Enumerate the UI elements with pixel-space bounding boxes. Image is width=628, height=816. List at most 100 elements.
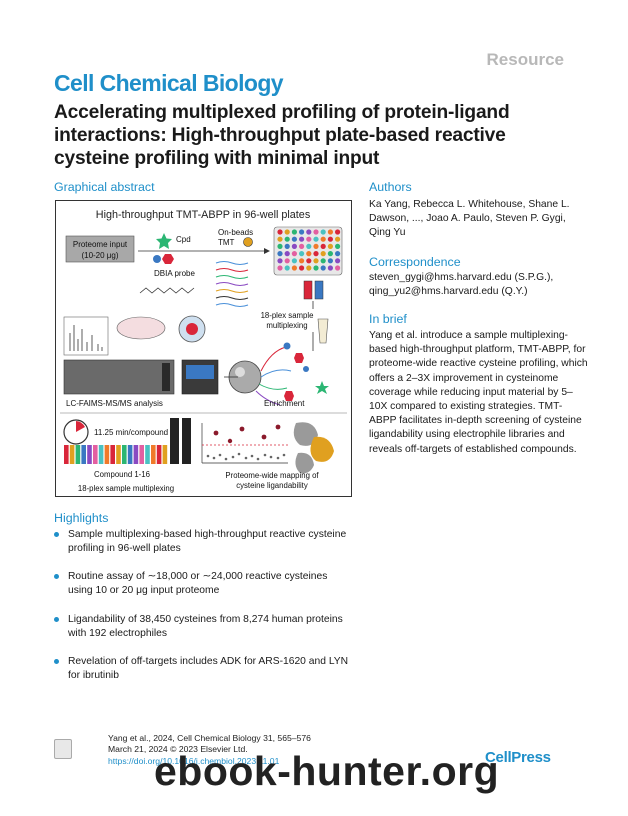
well-icon: [291, 258, 297, 264]
time-per-compound: 11.25 min/compound: [94, 428, 168, 437]
well-icon: [327, 236, 333, 242]
well-icon: [299, 258, 305, 264]
in-brief-heading: In brief: [369, 312, 407, 326]
multiplex-channel-icon: [116, 445, 121, 464]
citation-block: Yang et al., 2024, Cell Chemical Biology…: [108, 733, 311, 767]
proteome-input-box: [65, 235, 135, 263]
probe-red-icon: [162, 254, 174, 264]
multiplex-channel-icon: [162, 445, 168, 464]
mapping-label-1: Proteome-wide mapping of: [225, 471, 319, 480]
plex-bottom-label: 18-plex sample multiplexing: [78, 484, 174, 493]
mass-spec-instrument-icon: [63, 359, 175, 395]
well-icon: [327, 265, 333, 271]
well-icon: [335, 251, 341, 257]
proteome-input-label: Proteome input: [73, 240, 128, 249]
highlight-text: Routine assay of ∼18,000 or ∼24,000 reac…: [68, 571, 328, 597]
sample-tube-icon: [317, 318, 329, 344]
multiplex-channel-icon: [75, 445, 81, 464]
well-icon: [299, 236, 305, 242]
well-icon: [291, 243, 297, 249]
tube-red-icon: [303, 280, 313, 300]
authors-heading: Authors: [369, 180, 412, 194]
highlight-item: Revelation of off-targets includes ADK f…: [54, 655, 354, 683]
well-icon: [284, 265, 290, 271]
clock-segment-icon: [76, 421, 85, 432]
lc-screen-icon: [186, 365, 214, 379]
well-icon: [313, 251, 319, 257]
graphical-abstract-heading: Graphical abstract: [54, 180, 155, 194]
dmso-bar-2: [182, 418, 191, 464]
journal-name: Cell Chemical Biology: [54, 70, 284, 96]
mapping-label-2: cysteine ligandability: [236, 481, 308, 490]
well-icon: [335, 243, 341, 249]
well-icon: [320, 258, 326, 264]
well-icon: [327, 258, 333, 264]
well-icon: [306, 258, 312, 264]
well-icon: [291, 236, 297, 242]
well-icon: [313, 236, 319, 242]
well-icon: [313, 258, 319, 264]
highlights-list: Sample multiplexing-based high-throughpu…: [54, 528, 354, 698]
highlight-text: Ligandability of 38,450 cysteines from 8…: [68, 613, 343, 639]
well-icon: [284, 243, 290, 249]
well-icon: [291, 265, 297, 271]
ion-funnel-icon: [116, 316, 166, 340]
article-type-label: Resource: [486, 50, 564, 69]
well-icon: [277, 265, 283, 271]
highlight-item: Sample multiplexing-based high-throughpu…: [54, 528, 354, 556]
dmso-bar-1: [170, 418, 179, 464]
dbia-structure-icon: [139, 287, 195, 294]
well-icon: [277, 236, 283, 242]
well-icon: [284, 236, 290, 242]
check-for-updates-icon[interactable]: [54, 739, 72, 759]
highlight-item: Routine assay of ∼18,000 or ∼24,000 reac…: [54, 570, 354, 598]
well-icon: [313, 243, 319, 249]
well-icon: [277, 229, 283, 235]
highlight-item: Ligandability of 38,450 cysteines from 8…: [54, 613, 354, 641]
well-icon: [306, 229, 312, 235]
well-icon: [320, 229, 326, 235]
well-icon: [277, 258, 283, 264]
multiplex-channel-icon: [104, 445, 110, 464]
well-icon: [306, 251, 312, 257]
bullet-icon: [54, 659, 59, 665]
probe-blue-icon: [153, 255, 161, 263]
correspondence-heading: Correspondence: [369, 255, 461, 269]
well-icon: [335, 229, 341, 235]
well-icon: [335, 258, 341, 264]
well-icon: [284, 258, 290, 264]
plate-wells: [277, 229, 341, 271]
well-icon: [327, 243, 333, 249]
well-icon: [320, 243, 326, 249]
well-icon: [306, 243, 312, 249]
well-icon: [291, 229, 297, 235]
highlights-heading: Highlights: [54, 511, 109, 525]
highlight-text: Sample multiplexing-based high-throughpu…: [68, 529, 347, 554]
dbia-probe-label: DBIA probe: [154, 269, 195, 278]
ms-spectrum-panel: [63, 316, 109, 356]
correspondence-email-1[interactable]: steven_gygi@hms.harvard.edu (S.P.G.),: [369, 272, 554, 283]
ms-spectrum-peaks: [69, 325, 103, 351]
multiplex-channel-icon: [98, 445, 104, 464]
multiplex-channel-icon: [127, 445, 133, 464]
well-icon: [320, 265, 326, 271]
well-icon: [327, 229, 333, 235]
protein-ligand-icon: [293, 422, 334, 474]
correspondence-email-2[interactable]: qing_yu2@hms.harvard.edu (Q.Y.): [369, 286, 528, 297]
well-icon: [327, 251, 333, 257]
well-icon: [284, 229, 290, 235]
multiplex-channel-icon: [145, 445, 150, 464]
well-icon: [299, 265, 305, 271]
faims-core-icon: [186, 323, 198, 335]
doi-link[interactable]: https://doi.org/10.1016/j.chembiol.2023.…: [108, 755, 280, 766]
cpd-label: Cpd: [176, 235, 191, 244]
well-icon: [335, 236, 341, 242]
bullet-icon: [54, 616, 59, 622]
multiplex-channel-icon: [81, 445, 86, 464]
instrument-panel-icon: [162, 363, 170, 391]
compound-range-label: Compound 1-16: [94, 470, 150, 479]
well-icon: [313, 229, 319, 235]
tube-blue-icon: [314, 280, 324, 300]
multiplex-channel-icon: [133, 445, 139, 464]
well-icon: [277, 251, 283, 257]
